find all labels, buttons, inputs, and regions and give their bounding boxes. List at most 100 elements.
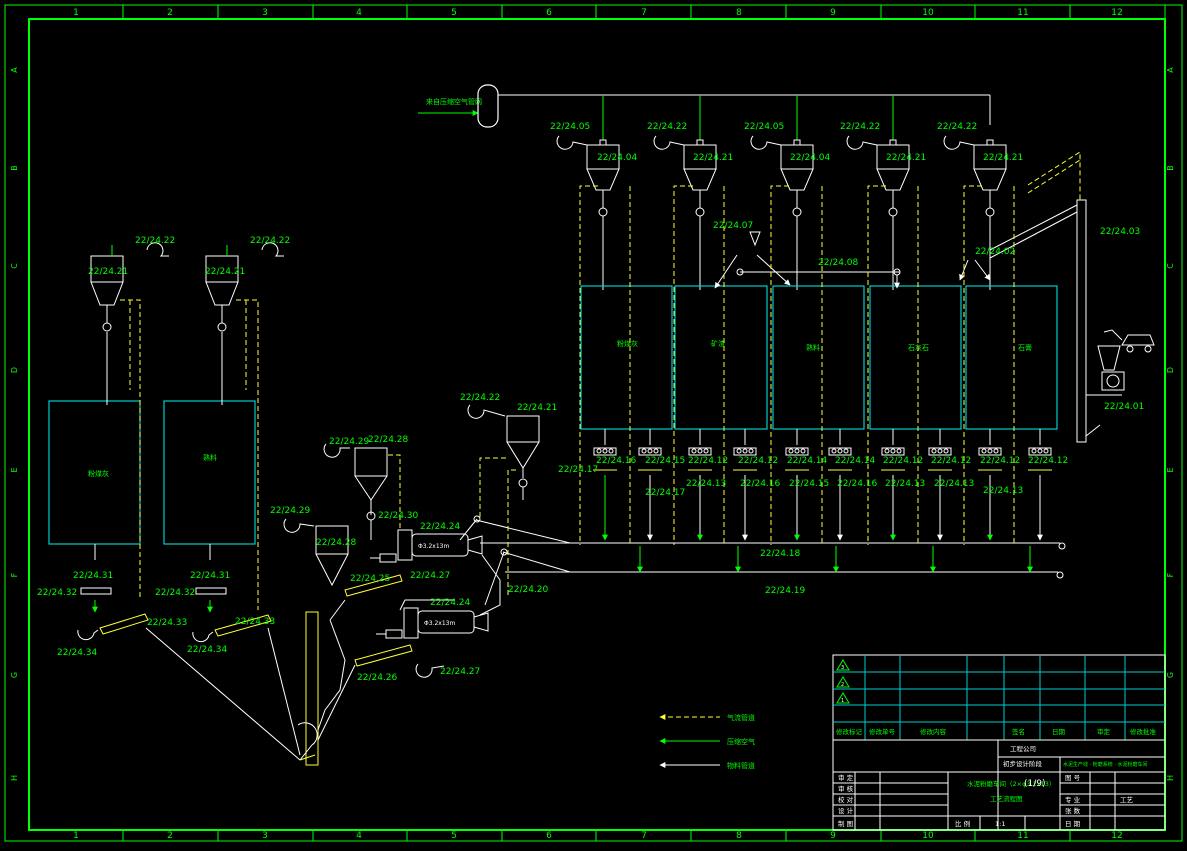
tag-t25: 22/24.17 xyxy=(645,488,685,498)
no-label: 图 号 xyxy=(1065,774,1081,782)
tag-t42: 22/24.19 xyxy=(765,586,806,596)
tag-t31: 22/24.15 xyxy=(789,479,829,489)
design-stage: 初步设计阶段 xyxy=(1003,759,1043,768)
tank-1-outlet-2 xyxy=(638,429,662,541)
tank-outlet-feeders xyxy=(593,429,1052,541)
drawing-frame xyxy=(4,4,1183,842)
tag-t40: 22/24.13 xyxy=(983,486,1023,496)
tag-t62: 22/24.34 xyxy=(187,645,228,655)
border-column-ticks xyxy=(122,5,1071,841)
tank-label-3: 熟料 xyxy=(806,343,820,352)
top-bag-filters xyxy=(556,135,1007,290)
compressed-air-source-label: 来自压缩空气管网 xyxy=(426,97,482,106)
tag-t50: 22/24.27 xyxy=(410,571,450,581)
tag-t37: 22/24.13 xyxy=(934,479,974,489)
border-col-bottom-11: 11 xyxy=(1017,831,1028,841)
tag-t28: 22/24.12 xyxy=(738,456,778,466)
left-silo-2 xyxy=(163,400,256,545)
tank-label-2: 矿渣 xyxy=(711,339,725,348)
tank-1-outlet-1 xyxy=(593,429,617,541)
rev-mark-3: 3 xyxy=(841,665,844,671)
tag-t13: 22/24.02 xyxy=(975,247,1015,257)
rev-header-3: 修改内容 xyxy=(920,727,947,736)
tag-t58: 22/24.34 xyxy=(57,648,98,658)
left-silo-lines xyxy=(77,299,301,761)
border-row-right-G: G xyxy=(1166,672,1175,678)
border-col-bottom-10: 10 xyxy=(922,831,934,841)
border-col-bottom-9: 9 xyxy=(830,831,836,841)
border-row-left-H: H xyxy=(10,775,19,781)
project-name: 水泥生产线 · 粉磨系统 · 水泥粉磨车间 xyxy=(1063,761,1148,768)
tag-t11: 22/24.07 xyxy=(713,221,753,231)
collecting-belts xyxy=(459,515,1066,606)
legend-air-label: 气流管道 xyxy=(727,713,755,722)
tag-t36: 22/24.12 xyxy=(931,456,971,466)
top-filter-2 xyxy=(653,135,717,290)
tag-t16: 22/24.22 xyxy=(135,236,175,246)
tag-t43: 22/24.29 xyxy=(329,437,370,447)
legend-compressed-label: 压缩空气 xyxy=(727,737,755,746)
left-bag-filters xyxy=(90,242,284,332)
tag-t8: 22/24.21 xyxy=(886,153,926,163)
border-row-left-D: D xyxy=(10,367,19,373)
tag-t59: 22/24.31 xyxy=(190,571,230,581)
border-col-bottom-6: 6 xyxy=(546,831,552,841)
tag-t22: 22/24.17 xyxy=(558,465,598,475)
tag-t20: 22/24.22 xyxy=(460,393,500,403)
top-filter-4 xyxy=(846,135,910,290)
date-label: 日 期 xyxy=(1065,820,1081,828)
tag-t60: 22/24.32 xyxy=(155,588,195,598)
tag-t34: 22/24.12 xyxy=(883,456,923,466)
tank-2 xyxy=(674,285,768,430)
tag-t46: 22/24.24 xyxy=(420,522,461,532)
tank-label-1: 粉煤灰 xyxy=(617,339,638,348)
tag-t14: 22/24.03 xyxy=(1100,227,1140,237)
mill-2-size: Φ3.2x13m xyxy=(424,620,455,627)
role-4: 设 计 xyxy=(838,806,854,815)
border-row-left-B: B xyxy=(10,165,19,171)
border-row-left-F: F xyxy=(10,572,19,577)
main-storage-tanks xyxy=(580,285,1058,430)
border-row-left-A: A xyxy=(10,67,19,73)
tag-t15: 22/24.01 xyxy=(1104,402,1144,412)
tag-t26: 22/24.12 xyxy=(688,456,728,466)
tag-t49: 22/24.25 xyxy=(350,574,390,584)
tag-t27: 22/24.13 xyxy=(686,479,726,489)
border-col-top-12: 12 xyxy=(1111,8,1122,18)
tag-t21: 22/24.21 xyxy=(517,403,557,413)
role-1: 审 定 xyxy=(838,773,854,782)
tag-t18: 22/24.22 xyxy=(250,236,290,246)
scale-value: 1:1 xyxy=(995,820,1005,828)
left-filter-1 xyxy=(90,242,169,332)
border-col-bottom-12: 12 xyxy=(1111,831,1122,841)
role-2: 审 核 xyxy=(838,784,854,793)
tag-t19: 22/24.21 xyxy=(205,267,245,277)
tag-t30: 22/24.14 xyxy=(787,456,828,466)
border-row-left-E: E xyxy=(10,467,19,472)
tag-t52: 22/24.20 xyxy=(508,585,549,595)
border-col-bottom-5: 5 xyxy=(451,831,457,841)
border-row-right-E: E xyxy=(1166,467,1175,472)
role-3: 校 对 xyxy=(838,795,854,804)
border-col-bottom-2: 2 xyxy=(167,831,173,841)
tank-1 xyxy=(580,285,673,430)
tank-3 xyxy=(772,285,865,430)
specialty-label: 专 业 xyxy=(1065,795,1081,804)
tag-t6: 22/24.04 xyxy=(790,153,831,163)
tag-t55: 22/24.31 xyxy=(73,571,113,581)
tag-t29: 22/24.16 xyxy=(740,479,781,489)
border-col-top-3: 3 xyxy=(262,8,268,18)
rev-header-7: 修改批准 xyxy=(1130,727,1157,736)
border-col-top-7: 7 xyxy=(641,8,647,18)
air-receiver-tank xyxy=(477,84,499,128)
border-row-right-H: H xyxy=(1166,775,1175,781)
sheet-label: 张 数 xyxy=(1065,806,1081,815)
dust-air-lines-top xyxy=(579,185,1015,545)
tag-t23: 22/24.16 xyxy=(596,456,637,466)
border-col-top-6: 6 xyxy=(546,8,552,18)
tank-4-outlet-1 xyxy=(881,429,905,541)
specialty-value: 工艺 xyxy=(1120,796,1134,804)
tag-t24: 22/24.15 xyxy=(645,456,685,466)
tank-2-outlet-2 xyxy=(733,429,757,541)
